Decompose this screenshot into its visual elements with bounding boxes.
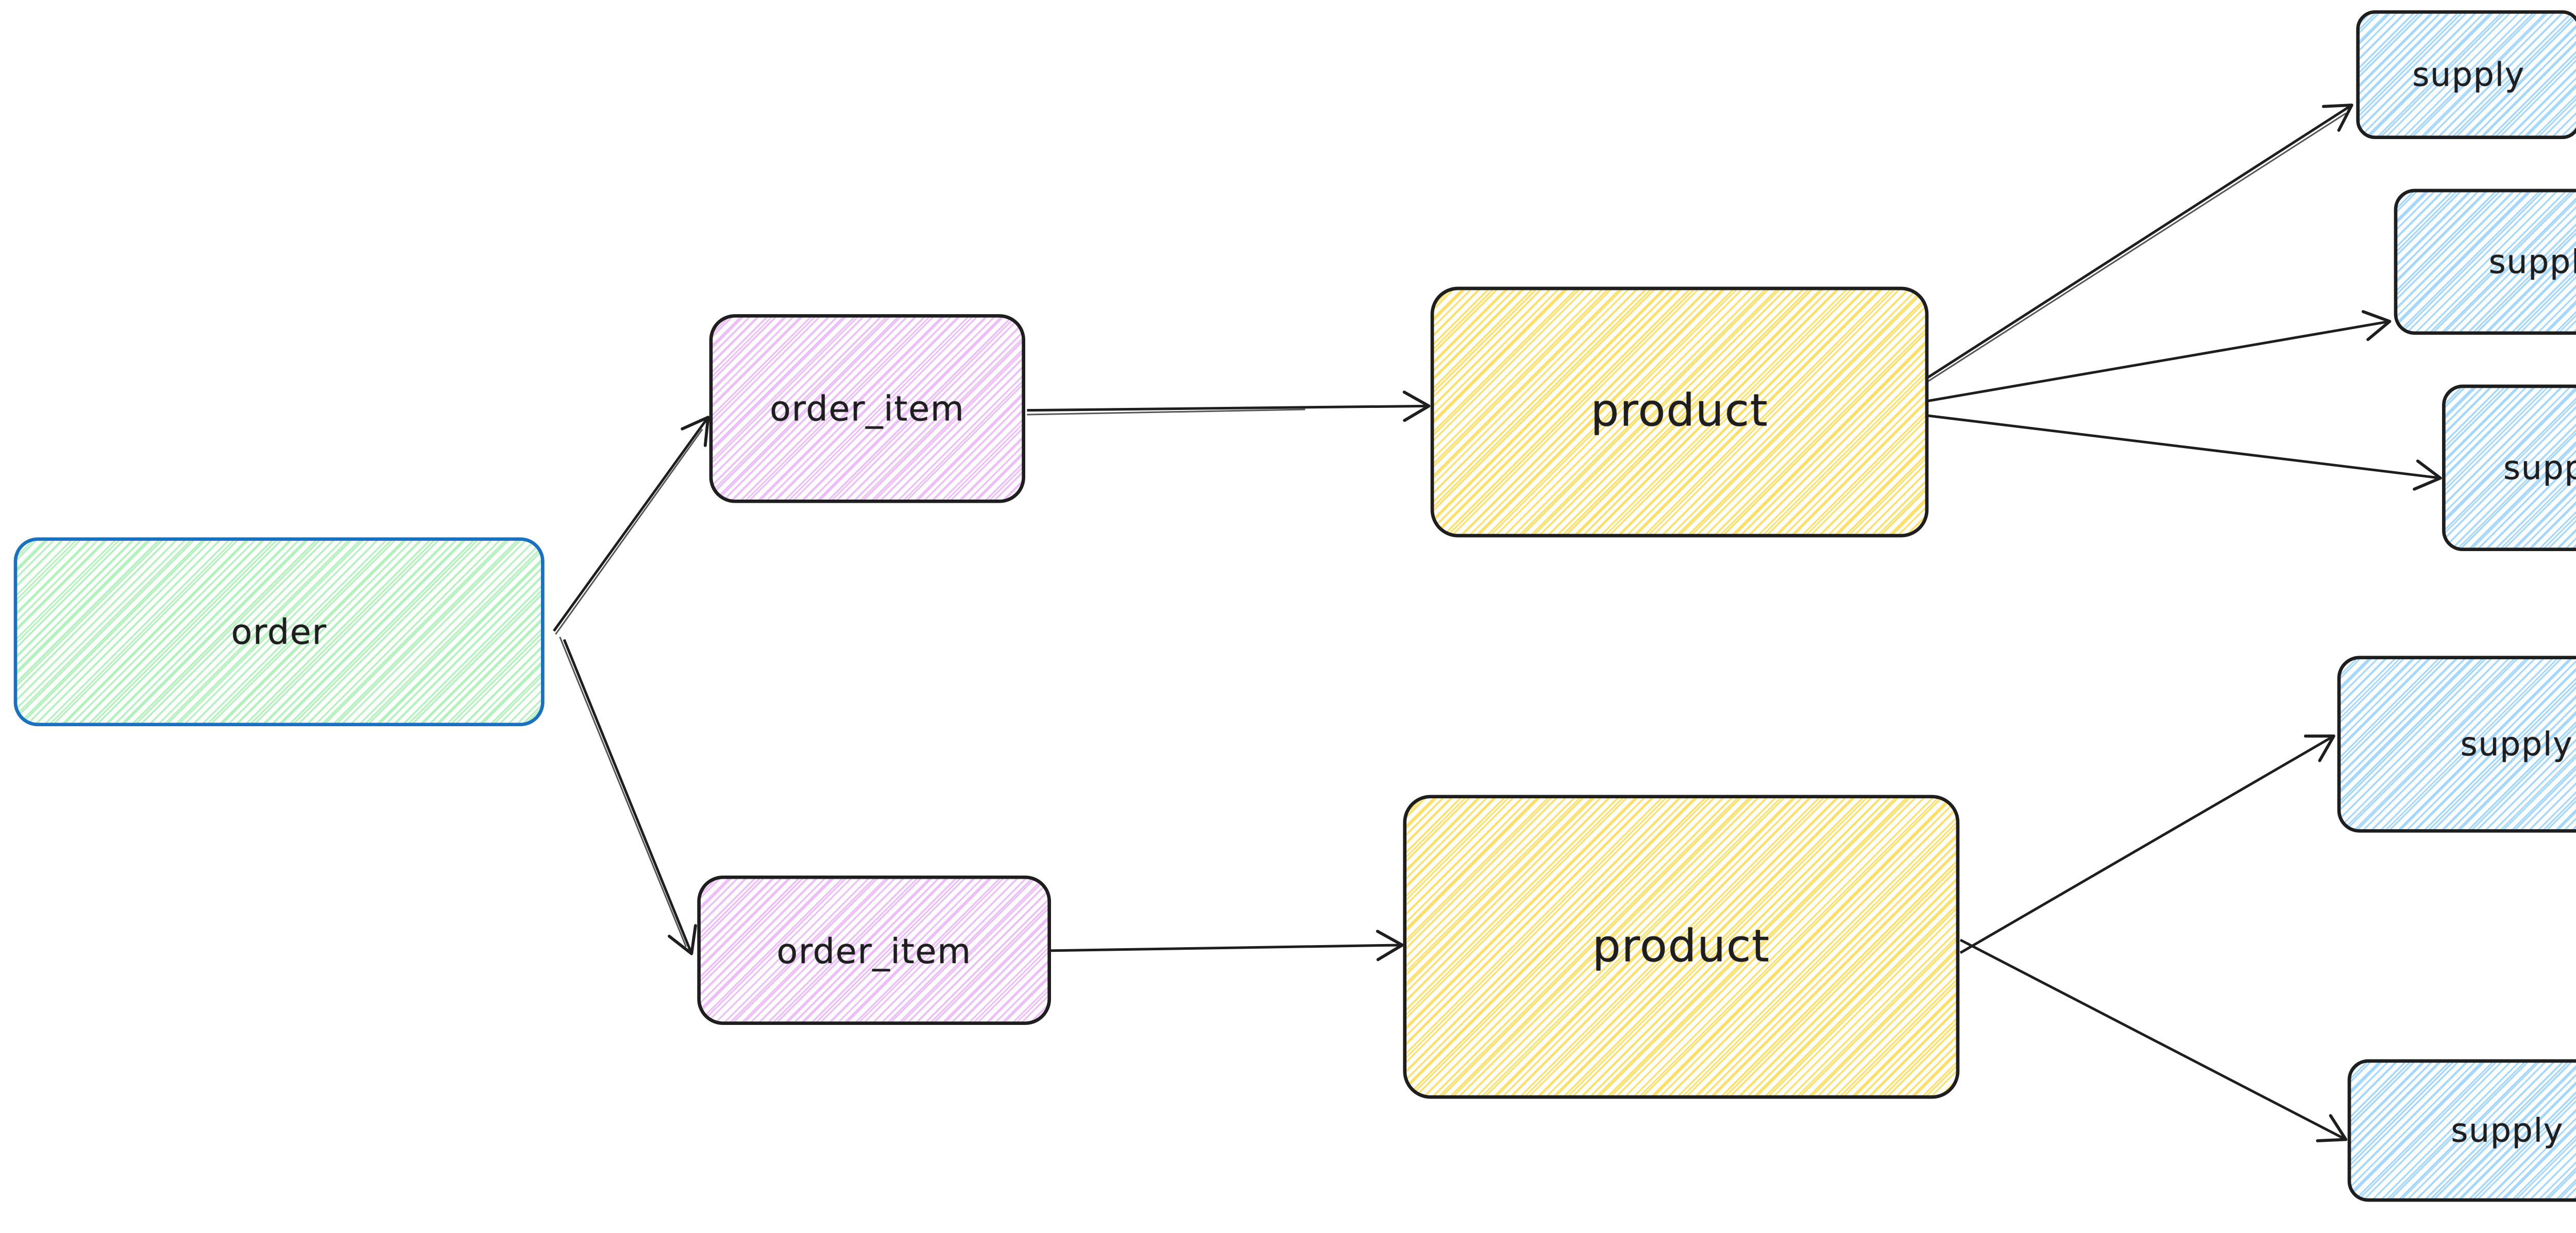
edge-order-item-top-to-product-top-ghost (1027, 408, 1306, 416)
node-product-top[interactable]: product (1430, 286, 1929, 538)
node-supply-5[interactable]: supply (2347, 1059, 2576, 1202)
node-supply-5-label: supply (2451, 1111, 2564, 1150)
node-product-bottom-label: product (1592, 921, 1770, 973)
node-order-item-bottom[interactable]: order_item (697, 875, 1051, 1025)
edge-product-bottom-to-supply-4[interactable] (1959, 734, 2335, 954)
edge-order-to-order-item-bottom[interactable] (563, 639, 697, 955)
node-supply-4[interactable]: supply (2337, 656, 2576, 833)
node-supply-3-label: supply (2503, 449, 2576, 487)
edge-order-to-order-item-top[interactable] (552, 416, 710, 632)
edge-product-top-to-supply-1[interactable] (1920, 104, 2353, 383)
edge-product-top-to-supply-3[interactable] (1923, 414, 2442, 491)
node-supply-2-label: supply (2488, 243, 2576, 281)
node-supply-1[interactable]: supply (2356, 10, 2576, 139)
edge-product-top-to-supply-2[interactable] (1923, 310, 2392, 403)
edge-order-item-bottom-to-product-bottom[interactable] (1044, 930, 1404, 962)
node-supply-4-label: supply (2460, 725, 2573, 763)
node-product-top-label: product (1590, 386, 1769, 438)
node-order-item-top[interactable]: order_item (709, 314, 1025, 503)
edge-order-item-top-to-product-top[interactable] (1027, 390, 1431, 422)
node-supply-1-label: supply (2412, 56, 2525, 94)
edge-product-bottom-to-supply-5[interactable] (1959, 938, 2348, 1142)
node-order-item-top-label: order_item (770, 388, 965, 430)
node-order-label: order (231, 611, 327, 653)
node-supply-2[interactable]: supply (2394, 189, 2576, 335)
node-order-item-bottom-label: order_item (776, 929, 972, 971)
edge-order-to-order-item-bottom-ghost (559, 637, 687, 947)
node-order[interactable]: order (13, 537, 545, 726)
edge-product-top-to-supply-1-ghost (1921, 112, 2347, 386)
node-supply-3[interactable]: supply (2442, 384, 2576, 551)
node-product-bottom[interactable]: product (1403, 795, 1960, 1099)
edge-order-to-order-item-top-ghost (555, 429, 703, 635)
